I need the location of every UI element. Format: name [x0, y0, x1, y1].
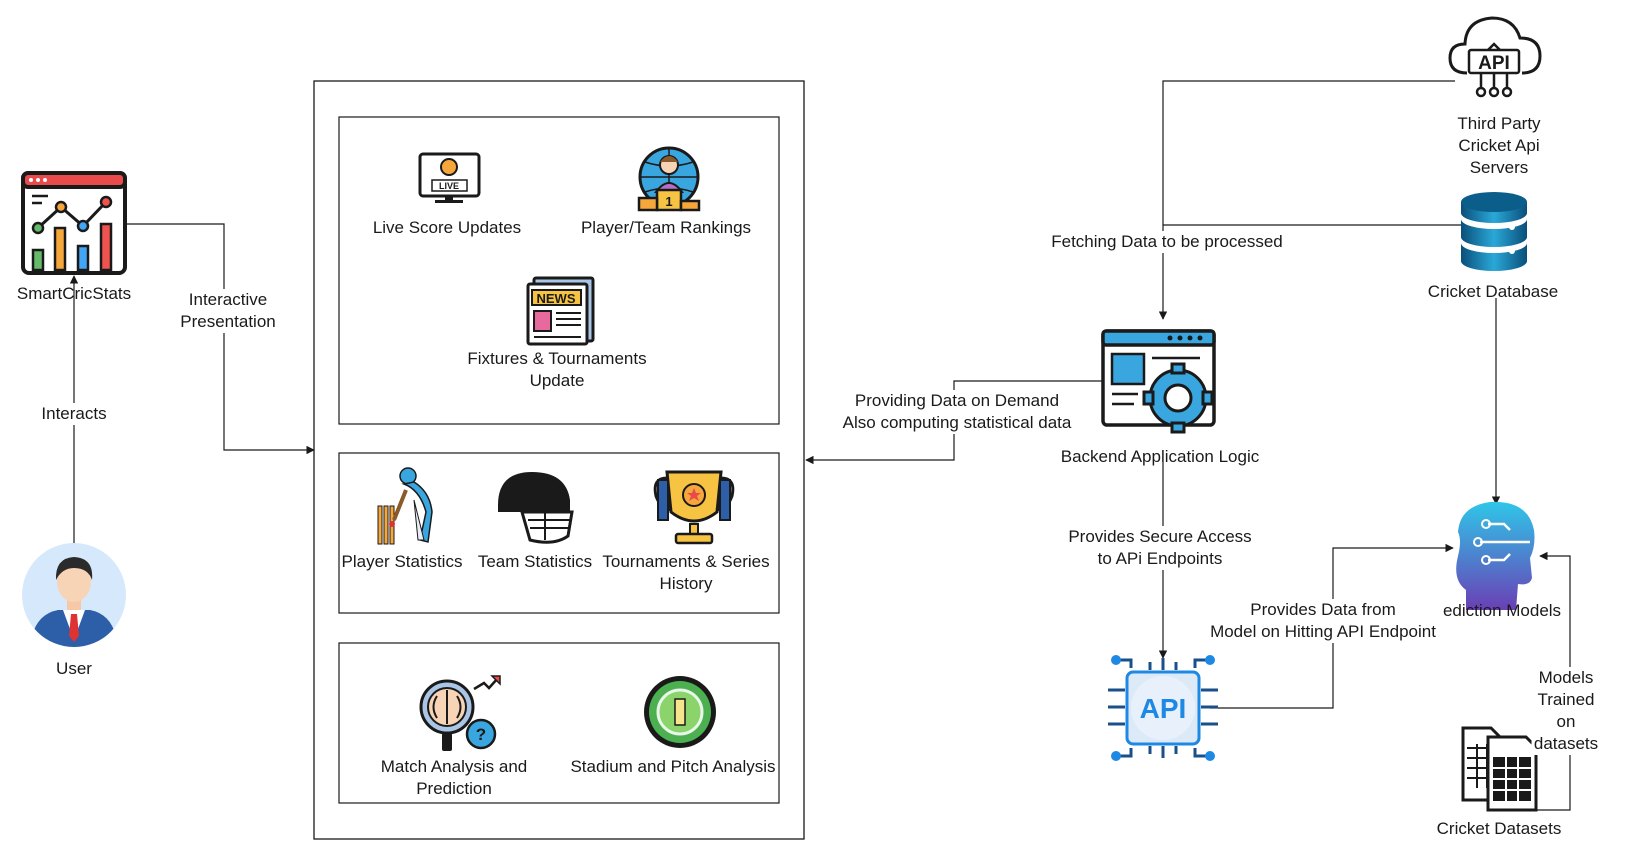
feature-group-2: [338, 452, 780, 614]
stadium-pitch-icon: [644, 676, 716, 748]
smartcricstats-label: SmartCricStats: [16, 284, 132, 303]
database-icon: [1461, 192, 1527, 271]
feature-stadium-label: Stadium and Pitch Analysis: [570, 757, 776, 776]
feature-live-score-label: Live Score Updates: [372, 218, 522, 237]
feature-group-3: [338, 642, 780, 804]
newspaper-icon: NEWS: [526, 276, 595, 346]
third-party-label: Third Party Cricket Api Servers: [1457, 114, 1541, 177]
feature-player-stats-label: Player Statistics: [341, 552, 463, 571]
user-avatar-icon: [22, 543, 126, 647]
user-label: User: [56, 659, 92, 678]
feature-group-1: [338, 116, 780, 425]
news-badge-text: NEWS: [537, 291, 576, 306]
datasets-label: Cricket Datasets: [1436, 819, 1562, 838]
ai-head-icon: [1456, 501, 1535, 610]
match-analysis-icon: ?: [419, 675, 501, 751]
database-label: Cricket Database: [1427, 282, 1559, 301]
edge-label-interactive-presentation: Interactive Presentation: [178, 289, 278, 333]
rankings-globe-icon: 1: [637, 146, 701, 212]
edge-label-interacts: Interacts: [39, 403, 109, 425]
cricket-batsman-icon: [377, 467, 433, 545]
live-badge-text: LIVE: [439, 181, 459, 191]
backend-label: Backend Application Logic: [1060, 447, 1260, 466]
prediction-label: ediction Models: [1442, 601, 1562, 620]
api-chip-icon: API: [1108, 655, 1218, 761]
feature-match-analysis-label: Match Analysis and Prediction: [380, 757, 528, 798]
question-mark: ?: [476, 725, 486, 744]
spreadsheet-files-icon: [1461, 726, 1538, 812]
cloud-api-badge: API: [1478, 53, 1510, 74]
backend-gear-icon: [1101, 329, 1216, 434]
edge-third-party-to-backend: [1158, 80, 1455, 320]
edge-label-models-trained: Models Trained on datasets: [1531, 667, 1601, 755]
cricket-helmet-icon: [498, 472, 574, 544]
podium-number-text: 1: [665, 194, 672, 209]
feature-tournaments-label: Tournaments & Series History: [602, 552, 770, 593]
main-app-container: [313, 80, 805, 840]
edge-label-data-from-model: Provides Data from Model on Hitting API …: [1208, 599, 1438, 643]
edge-interactive-presentation: [120, 223, 315, 455]
edge-label-secure-access: Provides Secure Access to APi Endpoints: [1066, 526, 1254, 570]
feature-fixtures-label: Fixtures & Tournaments Update: [467, 349, 647, 390]
edge-label-providing-data: Providing Data on Demand Also computing …: [840, 390, 1074, 434]
edge-label-fetching-data: Fetching Data to be processed: [1049, 231, 1285, 253]
cloud-api-icon: API: [1448, 16, 1542, 98]
feature-team-stats-label: Team Statistics: [477, 552, 593, 571]
feature-rankings-label: Player/Team Rankings: [580, 218, 752, 237]
dashboard-chart-icon: [21, 171, 127, 275]
live-tv-icon: LIVE: [418, 152, 481, 203]
trophy-icon: [653, 470, 735, 545]
api-chip-badge: API: [1140, 693, 1187, 724]
